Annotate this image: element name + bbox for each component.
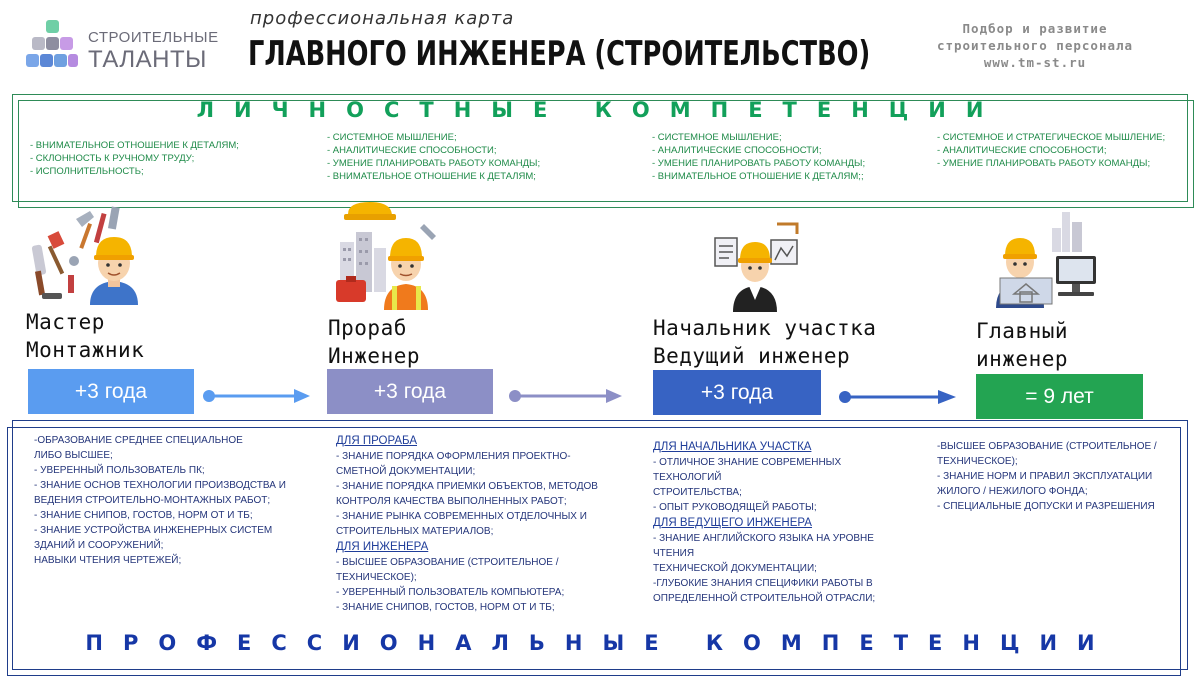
list-item: - системное мышление; xyxy=(652,132,782,143)
list-item: -глубокие знания специфики работы в xyxy=(653,578,873,589)
list-item: - аналитические способности; xyxy=(652,145,822,156)
tagline: Подбор и развитие строительного персонал… xyxy=(900,20,1170,71)
role-section-chief-lead-engineer: Начальник участка Ведущий инженер xyxy=(653,314,876,370)
page-title: ГЛАВНОГО ИНЖЕНЕРА (СТРОИТЕЛЬСТВО) xyxy=(248,34,871,74)
list-item: - уверенный пользователь ПК; xyxy=(34,465,205,476)
list-item: -Образование среднее специальное xyxy=(34,435,243,446)
duration-label: +3 года xyxy=(373,379,447,403)
list-item: - умение планировать работу команды; xyxy=(327,158,541,169)
list-item: - знание устройства инженерных систем xyxy=(34,525,273,536)
role-line: Ведущий инженер xyxy=(653,344,851,368)
list-item: технологий xyxy=(653,472,722,483)
list-item: жилого / нежилого фонда; xyxy=(937,486,1088,497)
duration-box-stage4: = 9 лет xyxy=(976,374,1143,419)
list-item: зданий и сооружений; xyxy=(34,540,164,551)
professional-column-1: -Образование среднее специальное либо вы… xyxy=(34,433,286,568)
list-item: определенной строительной отрасли; xyxy=(653,593,876,604)
professional-column-2: ДЛЯ ПРОРАБА - знание порядка оформления … xyxy=(336,433,598,615)
list-item: строительства; xyxy=(653,487,742,498)
tagline-line1: Подбор и развитие xyxy=(962,21,1108,36)
list-item: чтения xyxy=(653,548,695,559)
list-item: навыки чтения чертежей; xyxy=(34,555,182,566)
role-chief-engineer: Главный инженер xyxy=(976,317,1068,373)
page-subtitle: профессиональная карта xyxy=(250,8,515,29)
tagline-line2: строительного персонала xyxy=(936,38,1134,53)
role-line: Монтажник xyxy=(26,338,145,362)
section-heading-section-chief: ДЛЯ НАЧАЛЬНИКА УЧАСТКА xyxy=(653,441,812,453)
professional-competencies-title: ПРОФЕССИОНАЛЬНЫЕ КОМПЕТЕНЦИИ xyxy=(85,631,1115,655)
list-item: ведения строительно-монтажных работ; xyxy=(34,495,271,506)
list-item: техническое); xyxy=(937,456,1018,467)
duration-box-stage2: +3 года xyxy=(327,369,493,414)
list-item: - знание СНиПов, ГОСТов, норм ОТ и ТБ; xyxy=(336,602,555,613)
list-item: -Высшее образование (строительное / xyxy=(937,441,1157,452)
list-item: техническое); xyxy=(336,572,417,583)
duration-label: = 9 лет xyxy=(1025,384,1094,408)
duration-box-stage1: +3 года xyxy=(28,369,194,414)
list-item: - умение планировать работу команды; xyxy=(937,158,1151,169)
personal-column-1: - внимательное отношение к деталям; - ск… xyxy=(30,139,239,178)
arrow-right-icon xyxy=(509,389,622,403)
role-line: инженер xyxy=(976,347,1069,371)
professional-column-3: ДЛЯ НАЧАЛЬНИКА УЧАСТКА - отличное знание… xyxy=(653,439,875,606)
list-item: - знание СНиПов, ГОСТов, норм ОТ и ТБ; xyxy=(34,510,253,521)
list-item: - опыт руководящей работы; xyxy=(653,502,817,513)
list-item: - знание английского языка на уровне xyxy=(653,533,874,544)
list-item: сметной документации; xyxy=(336,466,476,477)
list-item: - исполнительность; xyxy=(30,166,144,177)
arrow-right-icon xyxy=(203,389,310,403)
role-line: Главный xyxy=(976,319,1069,343)
list-item: - аналитические способности; xyxy=(327,145,497,156)
role-line: Инженер xyxy=(328,344,421,368)
list-item: - высшее образование (строительное / xyxy=(336,557,559,568)
personal-column-3: - системное мышление; - аналитические сп… xyxy=(652,131,865,183)
section-heading-foreman: ДЛЯ ПРОРАБА xyxy=(336,435,417,447)
list-item: - знание порядка приемки объектов, метод… xyxy=(336,481,598,492)
logo-dots-icon xyxy=(26,20,78,67)
role-line: Мастер xyxy=(26,310,105,334)
list-item: либо высшее; xyxy=(34,450,113,461)
list-item: контроля качества выполненных работ; xyxy=(336,496,567,507)
list-item: - внимательное отношение к деталям; xyxy=(30,140,239,151)
role-master-installer: Мастер Монтажник xyxy=(26,308,144,364)
chief-engineer-computer-icon xyxy=(996,212,1096,308)
company-logo: СТРОИТЕЛЬНЫЕ ТАЛАНТЫ xyxy=(22,20,222,75)
list-item: - аналитические способности; xyxy=(937,145,1107,156)
section-heading-engineer: ДЛЯ ИНЖЕНЕРА xyxy=(336,541,429,553)
professional-competencies-box: ПРОФЕССИОНАЛЬНЫЕ КОМПЕТЕНЦИИ xyxy=(7,420,1188,676)
foreman-buildings-icon xyxy=(336,202,436,310)
list-item: - уверенный пользователь компьютера; xyxy=(336,587,565,598)
list-item: - знание основ технологии производства и xyxy=(34,480,286,491)
list-item: - системное и стратегическое мышление; xyxy=(937,132,1166,143)
personal-competencies-title: ЛИЧНОСТНЫЕ КОМПЕТЕНЦИИ xyxy=(196,98,1004,122)
list-item: - специальные допуски и разрешения xyxy=(937,501,1155,512)
list-item: - знание рынка современных отделочных и xyxy=(336,511,587,522)
duration-box-stage3: +3 года xyxy=(653,370,821,415)
personal-column-4: - системное и стратегическое мышление; -… xyxy=(937,131,1165,170)
role-line: Начальник участка xyxy=(653,316,877,340)
list-item: - склонность к ручному труду; xyxy=(30,153,195,164)
list-item: - системное мышление; xyxy=(327,132,457,143)
logo-line1: СТРОИТЕЛЬНЫЕ xyxy=(88,29,219,46)
section-heading-lead-engineer: ДЛЯ ВЕДУЩЕГО ИНЖЕНЕРА xyxy=(653,517,812,529)
arrow-right-icon xyxy=(839,390,956,404)
list-item: технической документации; xyxy=(653,563,817,574)
tagline-website: www.tm-st.ru xyxy=(983,55,1087,70)
logo-line2: ТАЛАНТЫ xyxy=(88,46,207,73)
duration-label: +3 года xyxy=(74,379,148,403)
list-item: - знание норм и правил эксплуатации xyxy=(937,471,1153,482)
duration-label: +3 года xyxy=(700,380,774,404)
section-chief-plans-icon xyxy=(714,222,799,312)
list-item: - внимательное отношение к деталям;; xyxy=(652,171,864,182)
list-item: - внимательное отношение к деталям; xyxy=(327,171,536,182)
role-line: Прораб xyxy=(328,316,407,340)
list-item: - умение планировать работу команды; xyxy=(652,158,866,169)
role-foreman-engineer: Прораб Инженер xyxy=(328,314,420,370)
professional-column-4: -Высшее образование (строительное / техн… xyxy=(937,439,1157,514)
list-item: - знание порядка оформления проектно- xyxy=(336,451,571,462)
tools-worker-icon xyxy=(31,206,138,305)
list-item: - отличное знание современных xyxy=(653,457,842,468)
list-item: строительных материалов; xyxy=(336,526,494,537)
personal-column-2: - системное мышление; - аналитические сп… xyxy=(327,131,540,183)
